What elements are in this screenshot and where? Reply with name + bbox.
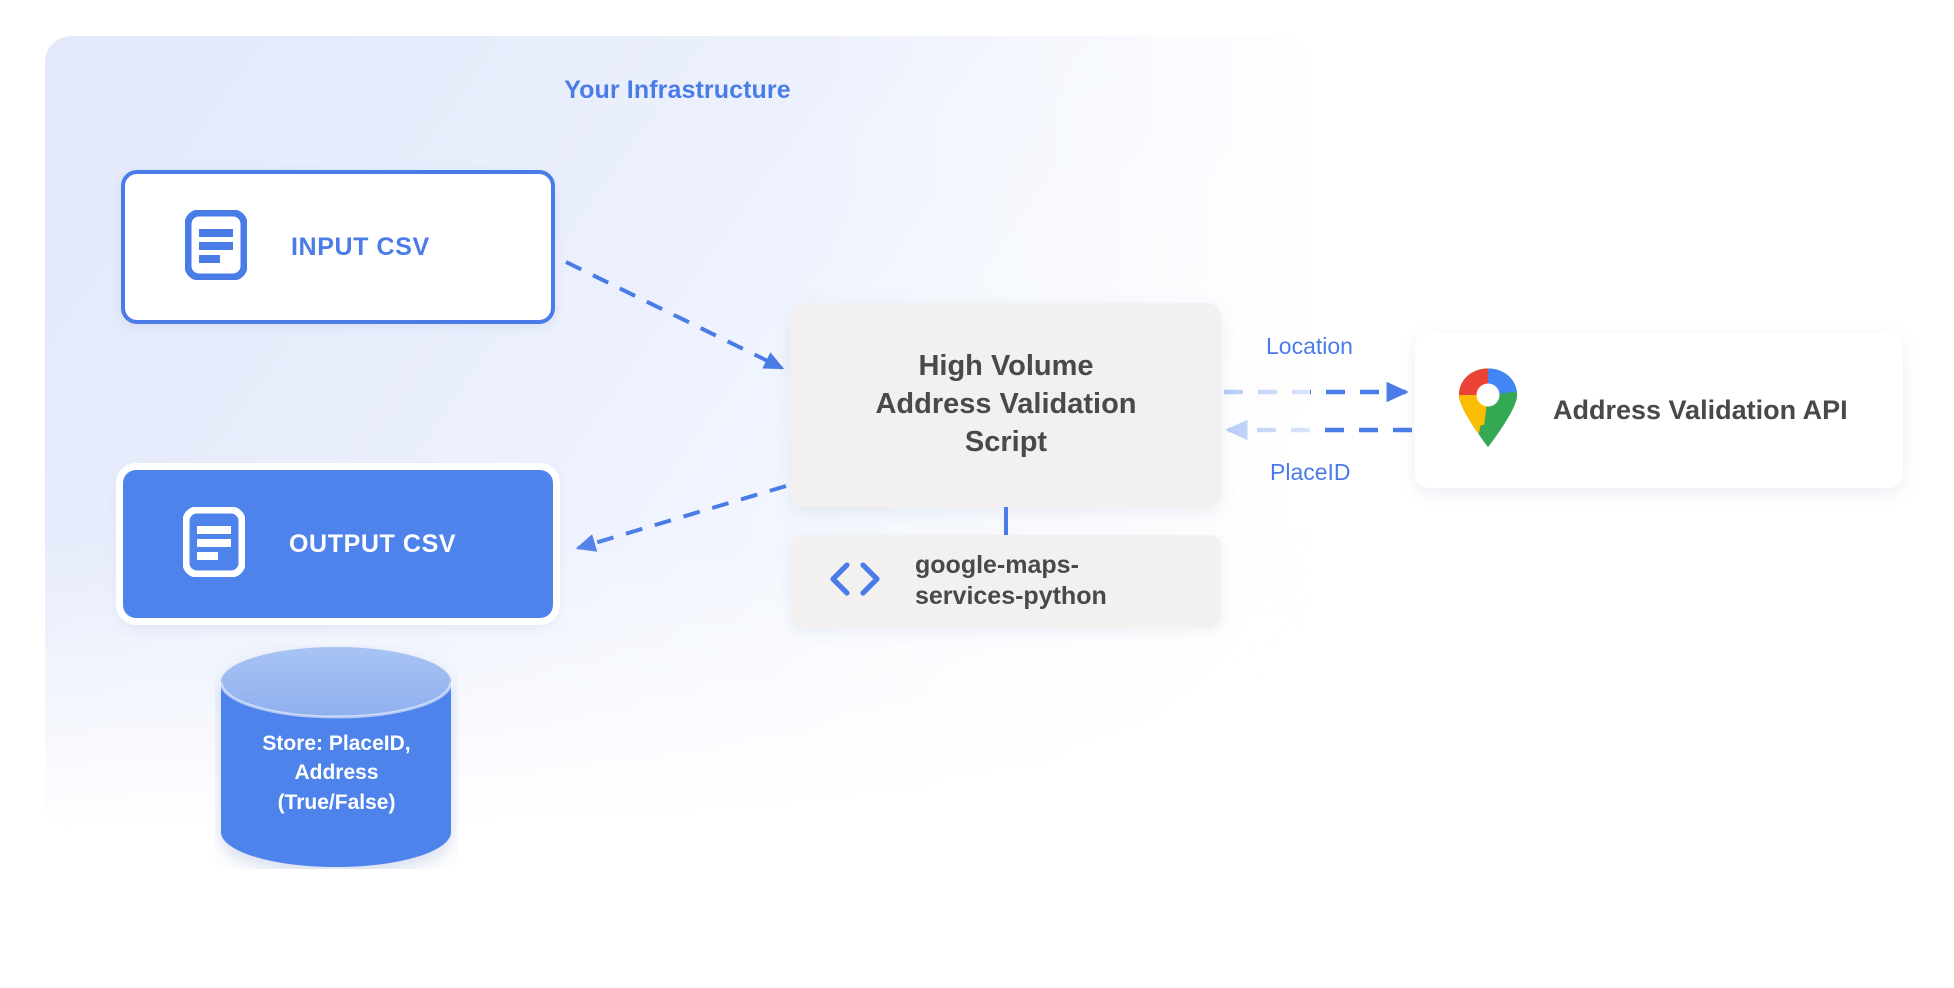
script-library-connector bbox=[1004, 507, 1008, 537]
code-brackets-icon bbox=[827, 560, 883, 603]
google-maps-pin-icon bbox=[1455, 367, 1521, 454]
script-line-2: Address Validation bbox=[875, 388, 1137, 421]
edge-label-location: Location bbox=[1266, 333, 1353, 359]
node-validation-script[interactable]: High Volume Address Validation Script bbox=[791, 303, 1221, 507]
script-line-1: High Volume bbox=[918, 350, 1094, 383]
library-label: google-maps- services-python bbox=[915, 550, 1107, 612]
node-output-csv[interactable]: OUTPUT CSV bbox=[123, 470, 553, 618]
library-line-2: services-python bbox=[915, 582, 1107, 610]
node-output-csv-label: OUTPUT CSV bbox=[289, 529, 457, 558]
node-address-validation-api[interactable]: Address Validation API bbox=[1415, 333, 1903, 488]
node-database[interactable]: Store: PlaceID, Address (True/False) bbox=[215, 645, 458, 869]
edge-label-placeid: PlaceID bbox=[1270, 459, 1351, 485]
node-input-csv-label: INPUT CSV bbox=[291, 232, 430, 261]
api-label: Address Validation API bbox=[1553, 395, 1848, 425]
document-icon bbox=[182, 506, 246, 582]
library-line-1: google-maps- bbox=[915, 551, 1079, 579]
document-icon bbox=[184, 209, 248, 285]
node-client-library[interactable]: google-maps- services-python bbox=[791, 535, 1221, 627]
script-line-3: Script bbox=[964, 425, 1048, 458]
node-input-csv[interactable]: INPUT CSV bbox=[121, 170, 555, 324]
page-title: Your Infrastructure bbox=[564, 76, 791, 104]
